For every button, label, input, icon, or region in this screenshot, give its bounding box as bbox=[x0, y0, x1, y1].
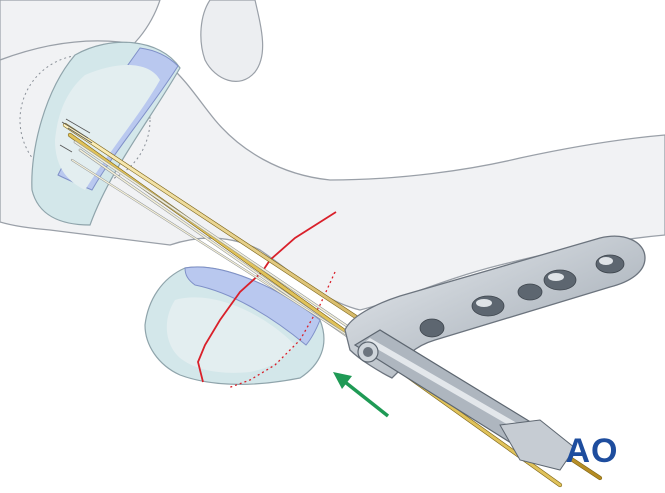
fracture-line bbox=[197, 211, 337, 383]
drill-guide-sleeve bbox=[353, 329, 576, 471]
guide-wires bbox=[62, 122, 603, 488]
ao-foundation-logo-icon: AO bbox=[566, 432, 619, 470]
insertion-direction-arrow-icon bbox=[333, 372, 390, 418]
angled-plate bbox=[344, 235, 646, 379]
ao-logo-text: AO bbox=[566, 432, 619, 470]
fracture-line-dotted bbox=[227, 271, 336, 389]
main-bone bbox=[0, 40, 665, 311]
lower-articular-fragment bbox=[144, 266, 325, 385]
wire-tips bbox=[59, 118, 93, 153]
